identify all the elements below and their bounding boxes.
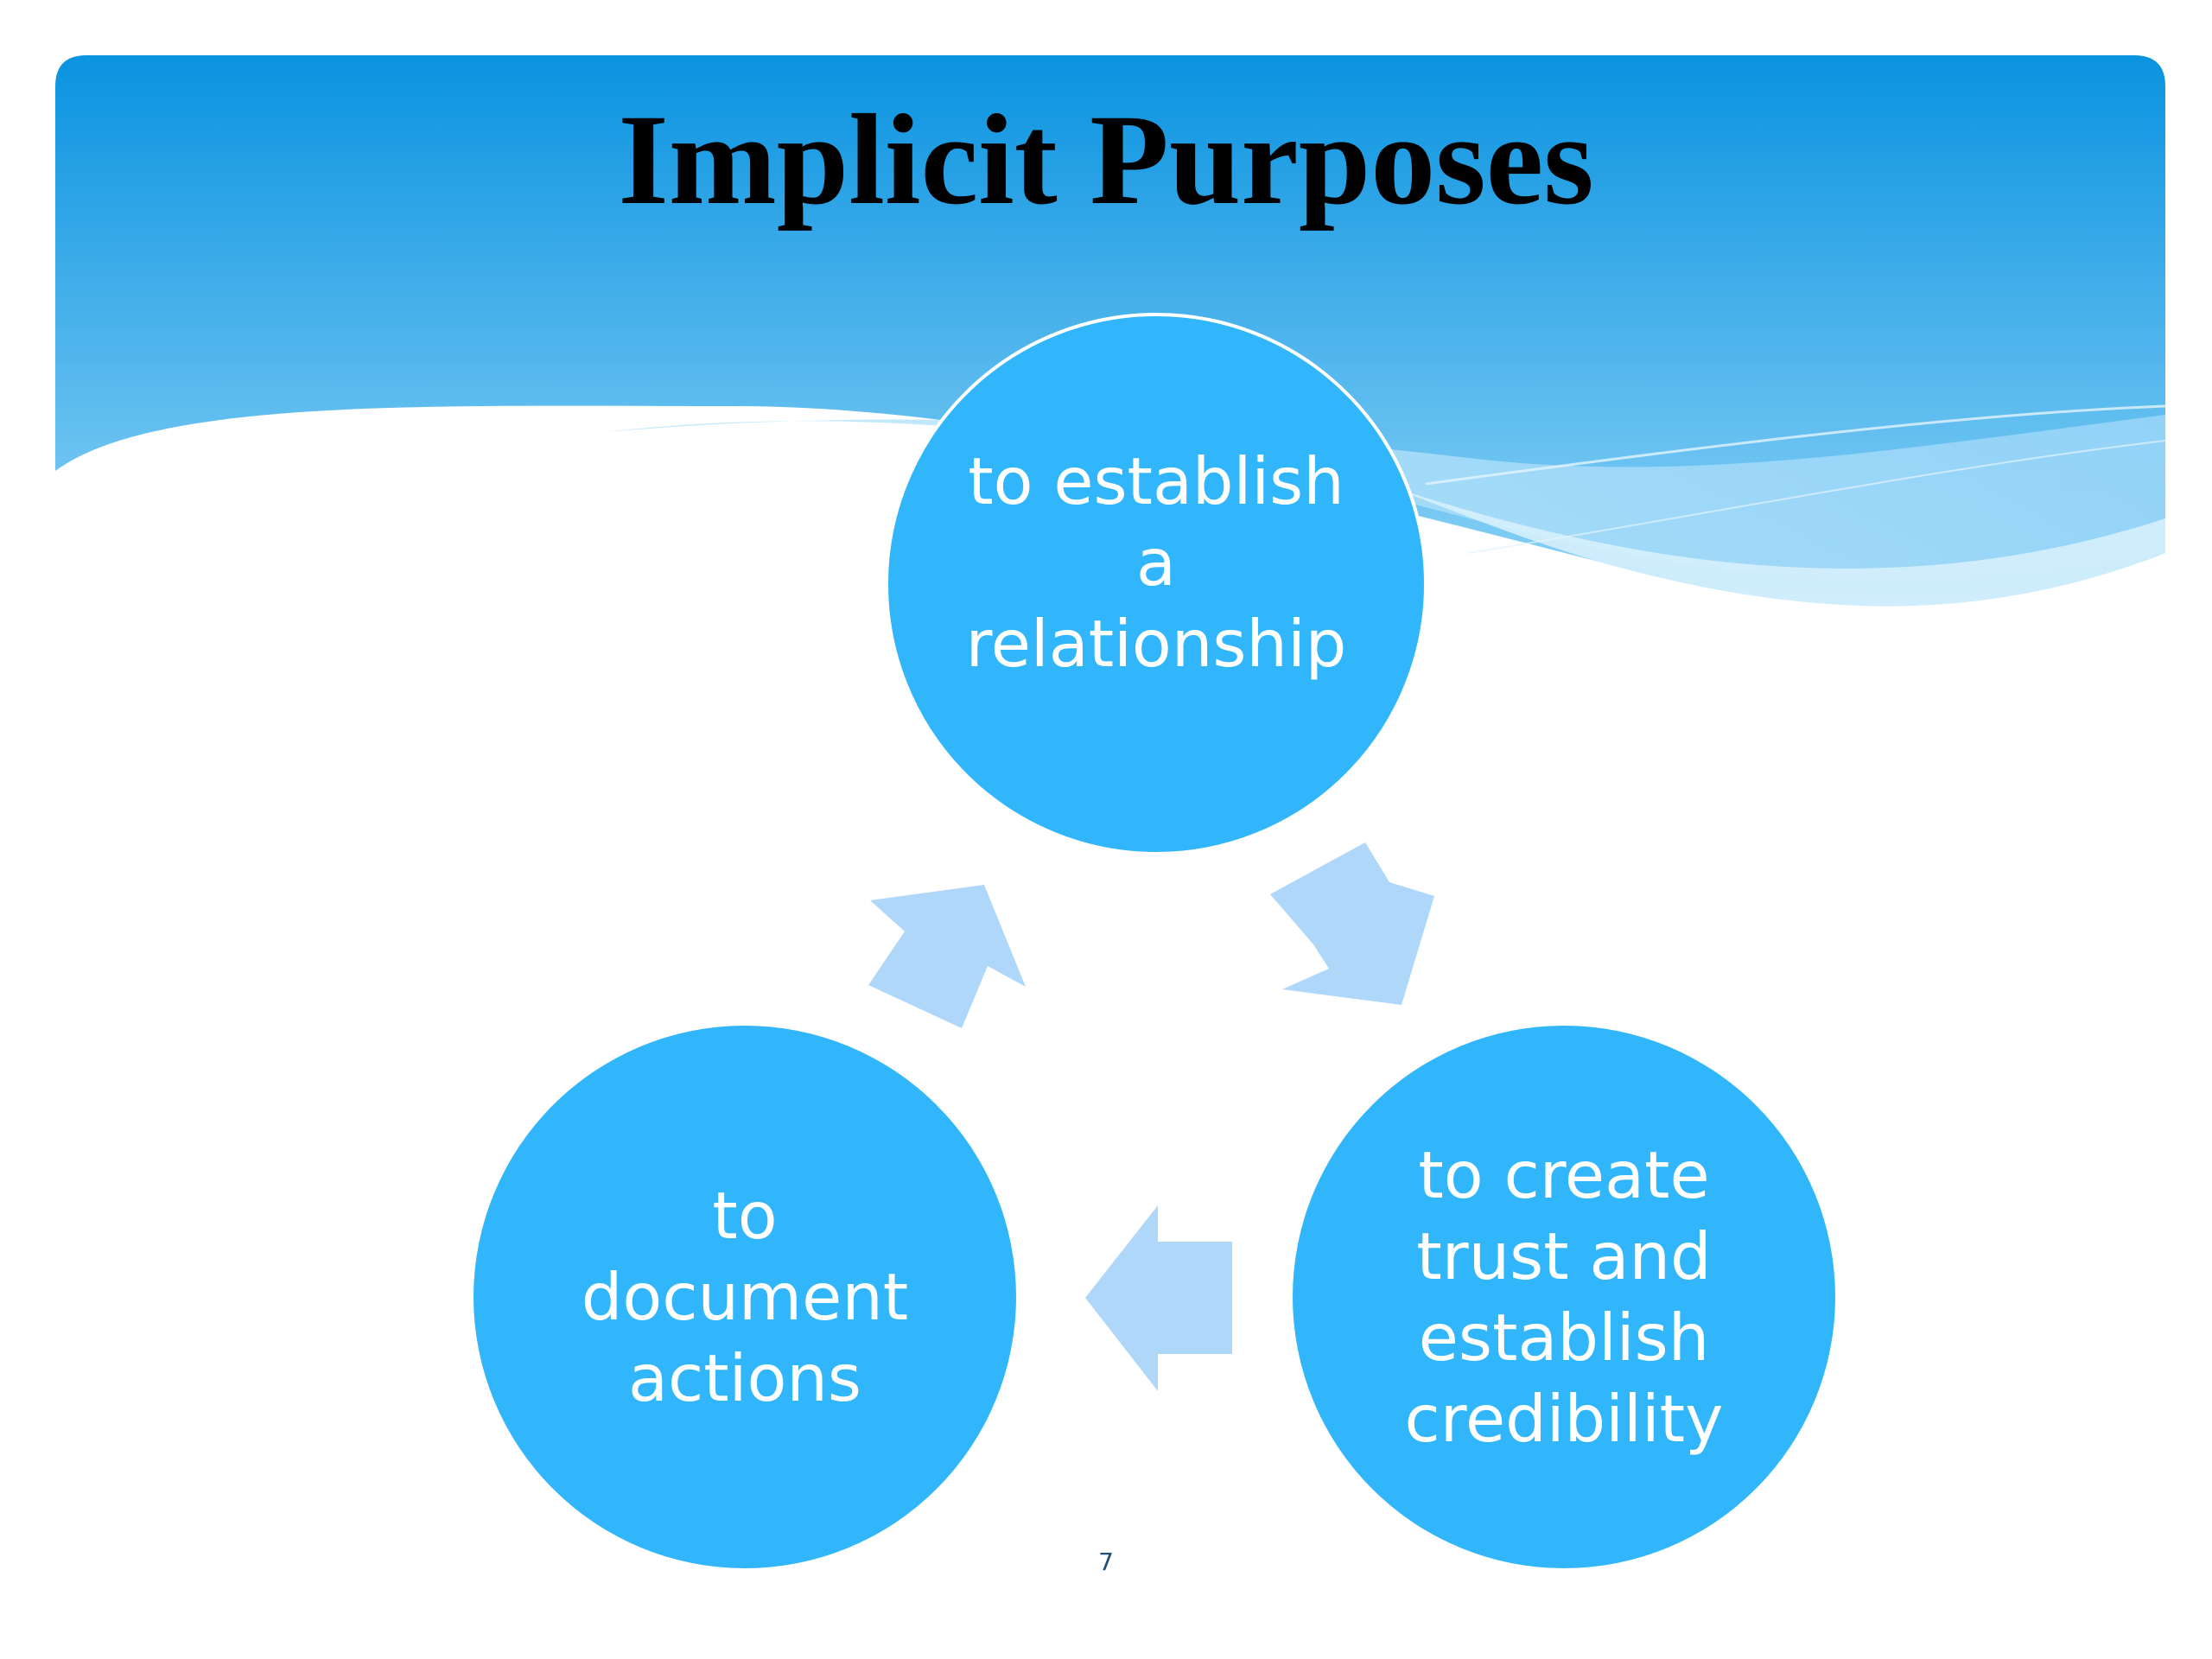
header-wave-line [1425, 404, 2166, 486]
header-wave-line [1468, 440, 2166, 554]
arrow-top-to-right [1270, 842, 1434, 1005]
node-label: to establish a relationship [965, 443, 1347, 682]
node-label: to create trust and establish credibilit… [1404, 1137, 1724, 1457]
cycle-node-create-trust: to create trust and establish credibilit… [1293, 1026, 1835, 1568]
slide-title: Implicit Purposes [618, 88, 1594, 232]
arrow-left-to-top [868, 885, 1026, 1028]
node-label: to document actions [581, 1178, 909, 1416]
header-wave-light [605, 415, 2165, 580]
cycle-node-document-actions: to document actions [474, 1026, 1016, 1568]
header-wave-highlight [1382, 484, 2165, 607]
page-number: 7 [1098, 1548, 1114, 1576]
arrow-right-to-left [1085, 1205, 1232, 1391]
cycle-node-establish-relationship: to establish a relationship [885, 313, 1427, 855]
